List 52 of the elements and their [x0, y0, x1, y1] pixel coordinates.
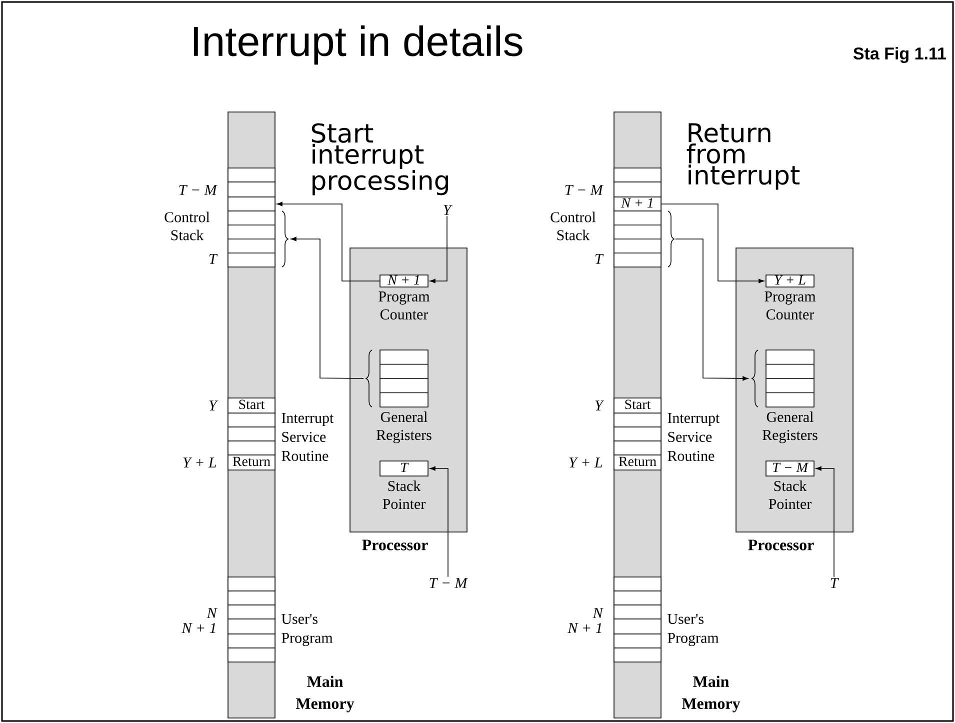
address-label: Y: [595, 400, 604, 410]
region-label: Interrupt Service Routine: [668, 413, 720, 461]
panel-heading: Start interrupt processing: [312, 123, 448, 196]
variable-label: Y: [444, 205, 452, 215]
register-box: N + 1: [380, 274, 428, 288]
arrow: [661, 204, 764, 284]
variable-label: T − M: [179, 185, 218, 195]
arrow: [290, 236, 364, 379]
register-caption: General Registers: [762, 412, 818, 444]
region-label: Control Stack: [164, 212, 210, 240]
variable-label: N: [592, 608, 604, 618]
register-caption: Program Counter: [378, 292, 430, 320]
memory-cell: Return: [614, 454, 662, 470]
region-label: Control Stack: [550, 212, 596, 240]
region-label: User's Program: [668, 614, 719, 646]
memory-cell: Start: [614, 398, 662, 414]
register-box: Y + L: [766, 274, 814, 288]
arrow: [430, 216, 448, 284]
memory-cell: N + 1: [614, 196, 662, 212]
memory-cell: Return: [228, 454, 276, 470]
variable-label: T: [595, 254, 604, 264]
memory-cell: Start: [228, 398, 276, 414]
region-label: Interrupt Service Routine: [282, 413, 334, 461]
processor-caption: Processor: [748, 540, 814, 550]
arrow: [430, 466, 448, 578]
address-label: Y + L: [183, 458, 216, 468]
arrow: [675, 238, 748, 381]
variable-label: N: [206, 608, 218, 618]
arrow: [816, 466, 834, 578]
memory-cell: [228, 196, 276, 212]
processor-caption: Processor: [362, 540, 428, 550]
variable-label: T − M: [430, 578, 468, 588]
variable-label: N + 1: [568, 623, 602, 633]
register-caption: General Registers: [376, 412, 432, 444]
arrow: [276, 202, 380, 282]
address-label: Y + L: [569, 458, 602, 468]
memory-caption: Main Memory: [296, 676, 354, 712]
variable-label: T − M: [565, 185, 604, 195]
register-box: T: [380, 460, 428, 476]
region-label: User's Program: [282, 614, 333, 646]
variable-label: T: [209, 254, 218, 264]
slide-title: Interrupt in details: [194, 25, 522, 65]
register-caption: Stack Pointer: [382, 480, 426, 510]
register-caption: Stack Pointer: [768, 480, 812, 510]
register-caption: Program Counter: [764, 292, 816, 320]
register-box: T − M: [766, 460, 814, 476]
variable-label: N + 1: [182, 623, 216, 633]
figure-reference: Sta Fig 1.11: [853, 47, 946, 63]
memory-caption: Main Memory: [682, 676, 740, 712]
address-label: Y: [209, 400, 218, 410]
panel-heading: Return from interrupt: [686, 123, 800, 190]
variable-label: T: [830, 578, 840, 588]
